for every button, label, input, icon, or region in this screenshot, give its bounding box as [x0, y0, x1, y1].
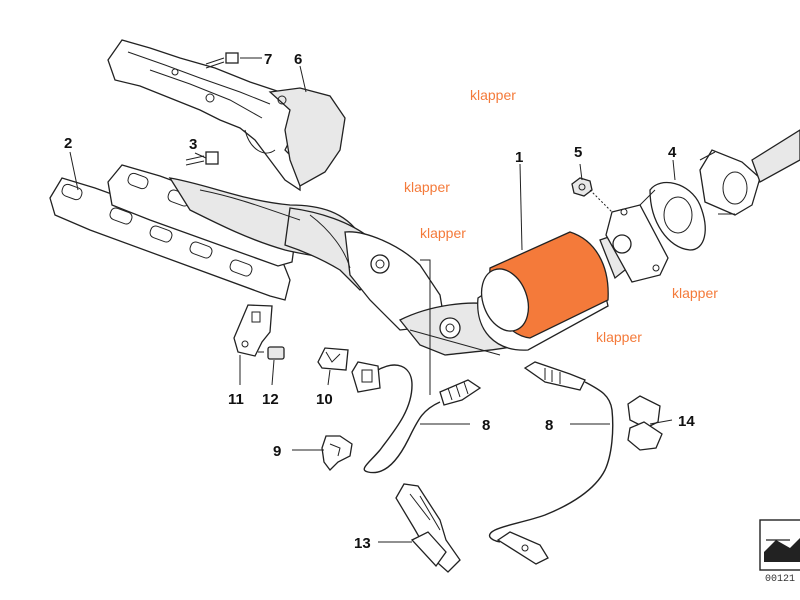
bracket-bolt-drawing: [258, 346, 285, 360]
part-number-labels: 1 2 3 4 5 6 7 8 8 9 10 11 12 13 14: [64, 51, 695, 552]
exhaust-pipe-drawing: [699, 129, 800, 216]
part-number-5: 5: [574, 144, 582, 161]
guide-lines: [589, 189, 656, 213]
part-number-1: 1: [515, 149, 523, 166]
klapper-note-1: klapper: [470, 87, 516, 103]
oxygen-sensor-left-drawing: [363, 364, 482, 474]
klapper-note-5: klapper: [596, 329, 642, 345]
klapper-annotations: klapper klapper klapper klapper klapper: [404, 87, 718, 345]
part-number-2: 2: [64, 135, 72, 152]
part-number-3: 3: [189, 136, 197, 153]
leader-lines: [69, 57, 676, 543]
flange-gasket-drawing: [649, 181, 706, 251]
shield-bolt-drawing: [205, 52, 239, 69]
reference-code: 00121: [765, 574, 795, 585]
part-number-6: 6: [294, 51, 302, 68]
part-number-4: 4: [668, 144, 677, 161]
part-number-9: 9: [273, 443, 281, 460]
sensor-plug-drawing: [351, 361, 381, 393]
wire-clamp-drawing: [627, 395, 663, 451]
klapper-note-4: klapper: [672, 285, 718, 301]
reference-box: 00121: [759, 519, 800, 585]
part-number-11: 11: [228, 391, 244, 408]
oxygen-sensor-right-drawing: [488, 361, 614, 565]
connector-holder-drawing: [317, 347, 349, 371]
part-number-8-left: 8: [482, 417, 490, 434]
part-number-14: 14: [678, 413, 695, 430]
klapper-note-2: klapper: [404, 179, 450, 195]
cable-holder-drawing: [395, 483, 461, 573]
mounting-bracket-drawing: [233, 304, 273, 357]
part-number-13: 13: [354, 535, 371, 552]
part-number-7: 7: [264, 51, 272, 68]
klapper-note-3: klapper: [420, 225, 466, 241]
stud-bolt-drawing: [185, 151, 219, 166]
sensor-clip-drawing: [321, 435, 353, 471]
heat-shield-drawing: [107, 39, 346, 192]
hex-nut-drawing: [571, 177, 593, 197]
part-number-12: 12: [262, 391, 279, 408]
part-number-8-right: 8: [545, 417, 553, 434]
manifold-gasket-drawing: [49, 177, 291, 301]
manifold-pipes-drawing: [168, 177, 446, 331]
part-number-10: 10: [316, 391, 333, 408]
